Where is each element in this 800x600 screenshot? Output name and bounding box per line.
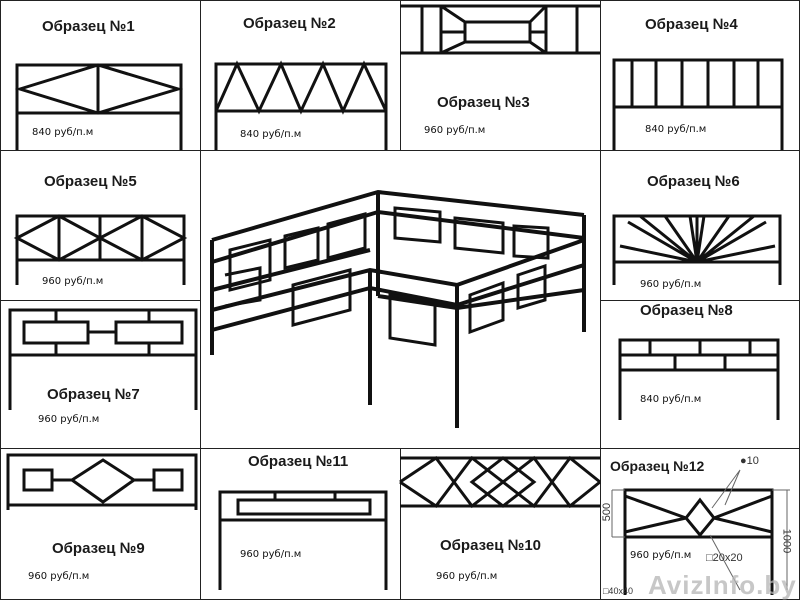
sample-10-cell (400, 448, 601, 600)
sample-3-price: 960 руб/п.м (424, 125, 486, 136)
sample-11-price: 960 руб/п.м (240, 549, 302, 560)
sample-8-cell (600, 300, 800, 449)
sample-1-price: 840 руб/п.м (32, 127, 94, 138)
watermark: AvizInfo.by (648, 570, 797, 600)
sample-7-price: 960 руб/п.м (38, 414, 100, 425)
fence-photo-cell (200, 150, 601, 449)
sample-7-cell (0, 300, 201, 449)
sample-4-title: Образец №4 (645, 16, 738, 33)
sample-11-cell (200, 448, 401, 600)
sample-8-price: 840 руб/п.м (640, 394, 702, 405)
sample-7-title: Образец №7 (47, 386, 140, 403)
sample-4-price: 840 руб/п.м (645, 124, 707, 135)
dimension-1000: 1000 (780, 528, 793, 554)
dimension-rod: ●10 (740, 455, 759, 467)
sample-5-price: 960 руб/п.м (42, 276, 104, 287)
sample-10-title: Образец №10 (440, 537, 542, 554)
dimension-500: 500 (601, 502, 614, 522)
sample-5-title: Образец №5 (44, 173, 137, 190)
sample-9-title: Образец №9 (52, 540, 145, 557)
sample-11-title: Образец №11 (248, 453, 349, 470)
sample-8-title: Образец №8 (640, 302, 733, 319)
dimension-tube-small: □20x20 (706, 552, 743, 564)
sample-2-title: Образец №2 (243, 15, 336, 32)
sample-1-title: Образец №1 (42, 18, 135, 35)
sample-12-title: Образец №12 (610, 458, 705, 474)
sample-9-price: 960 руб/п.м (28, 571, 90, 582)
sample-12-price: 960 руб/п.м (630, 550, 692, 561)
dimension-tube-large: □40x40 (603, 586, 633, 596)
sample-6-price: 960 руб/п.м (640, 279, 702, 290)
sample-3-title: Образец №3 (437, 94, 530, 111)
sample-6-title: Образец №6 (647, 173, 740, 190)
sample-10-price: 960 руб/п.м (436, 571, 498, 582)
sample-2-price: 840 руб/п.м (240, 129, 302, 140)
